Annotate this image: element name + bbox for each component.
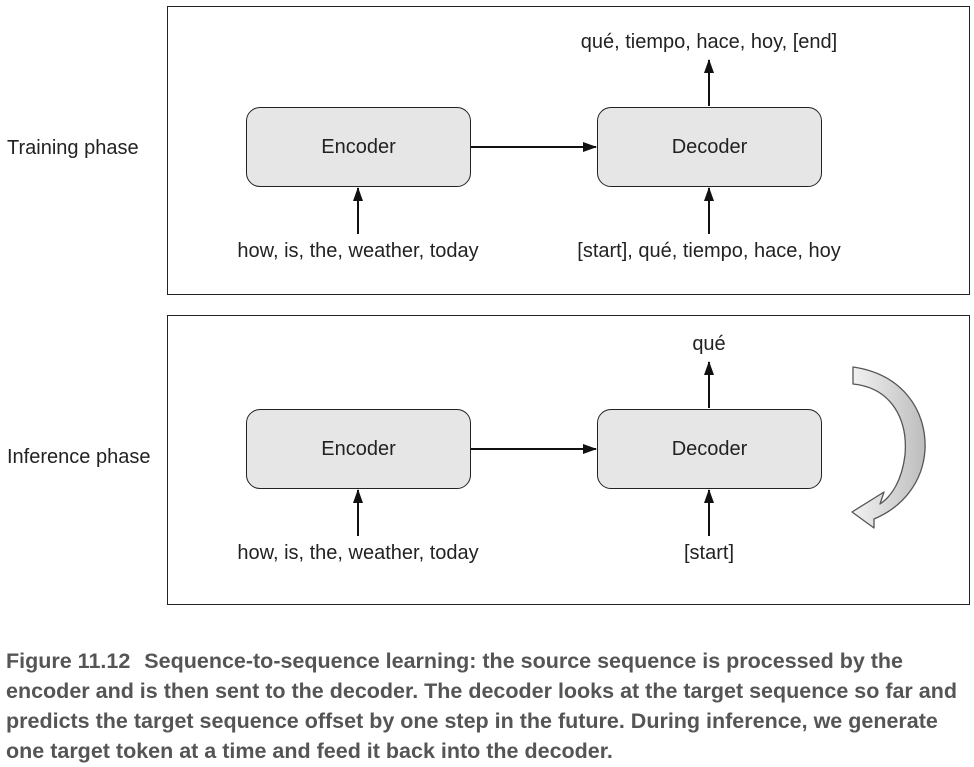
inference-decoder-label: Decoder — [671, 437, 748, 460]
figure-number: Figure 11.12 — [6, 649, 131, 673]
training-encoder-label: Encoder — [321, 135, 396, 158]
training-decoder-box: Decoder — [597, 107, 822, 187]
training-decoder-output: qué, tiempo, hace, hoy, [end] — [580, 31, 838, 53]
training-encoder-box: Encoder — [246, 107, 471, 187]
training-encoder-input: how, is, the, weather, today — [237, 240, 479, 262]
inference-decoder-input: [start] — [683, 542, 735, 564]
inference-decoder-box: Decoder — [597, 409, 822, 489]
inference-phase-label: Inference phase — [7, 446, 151, 468]
inference-encoder-label: Encoder — [321, 437, 396, 460]
inference-encoder-input: how, is, the, weather, today — [237, 542, 479, 564]
figure-caption-text: Sequence-to-sequence learning: the sourc… — [6, 649, 957, 763]
training-decoder-label: Decoder — [671, 135, 748, 158]
inference-encoder-box: Encoder — [246, 409, 471, 489]
inference-decoder-output: qué — [692, 333, 726, 355]
training-decoder-input: [start], qué, tiempo, hace, hoy — [577, 240, 841, 262]
training-phase-label: Training phase — [7, 137, 139, 159]
feedback-loop-arrow — [851, 366, 926, 529]
